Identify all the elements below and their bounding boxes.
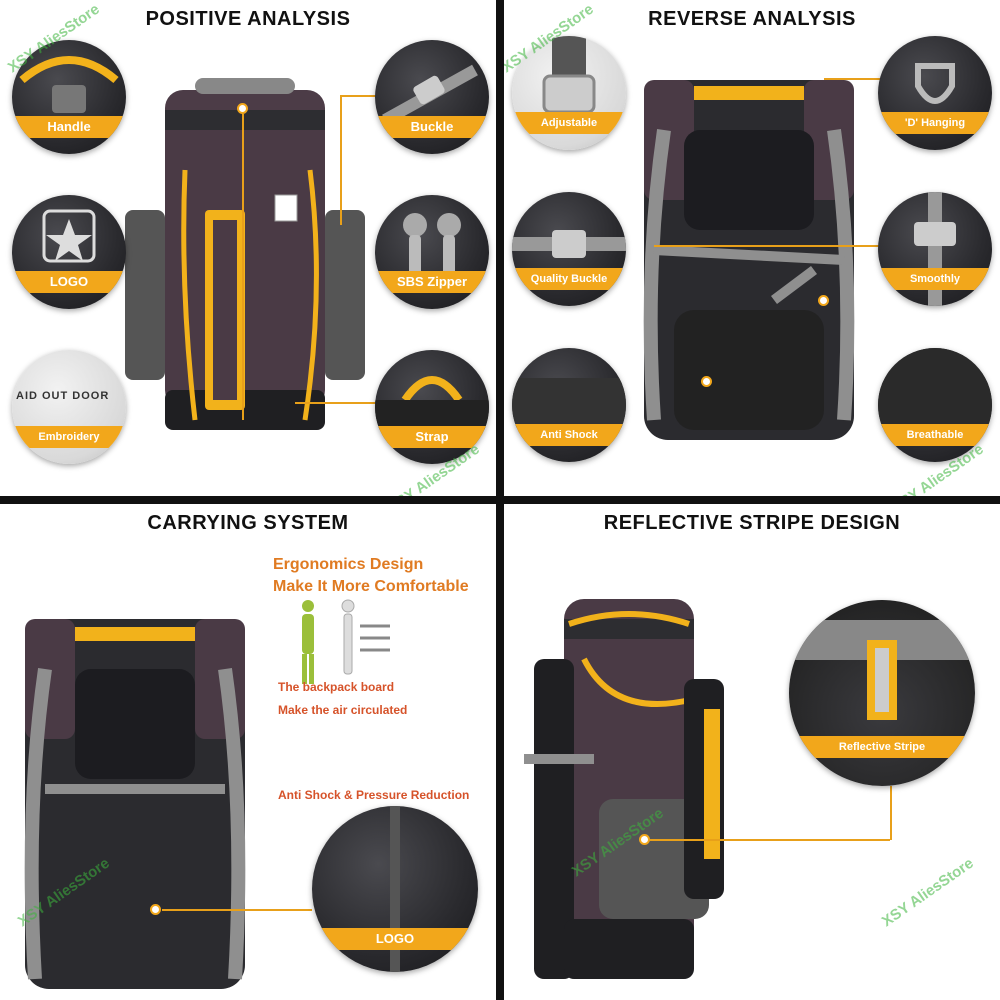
callout-label: Buckle — [375, 116, 489, 138]
callout-label: Quality Buckle — [512, 268, 626, 290]
callout-label: Embroidery — [12, 426, 126, 448]
leader-line — [824, 78, 884, 80]
callout-label: LOGO — [312, 928, 478, 950]
padding-icon — [512, 378, 626, 428]
callout-label: SBS Zipper — [375, 271, 489, 293]
callout-logo: LOGO — [12, 195, 126, 309]
leader-line — [295, 402, 380, 404]
air-text: Make the air circulated — [278, 703, 408, 717]
callout-d-hanging: 'D' Hanging — [878, 36, 992, 150]
callout-label: Handle — [12, 116, 126, 138]
callout-label: LOGO — [12, 271, 126, 293]
callout-anti-shock: Anti Shock — [512, 348, 626, 462]
callout-strap: Strap — [375, 350, 489, 464]
reverse-analysis-title: REVERSE ANALYSIS — [648, 8, 856, 30]
ergonomics-title: Ergonomics Design — [273, 556, 424, 573]
callout-adjustable: Adjustable — [512, 36, 626, 150]
carrying-system-section: CARRYING SYSTEM Ergonomics Design Make I… — [0, 504, 496, 1000]
callout-reflective-stripe: Reflective Stripe — [789, 600, 975, 786]
adjuster-icon — [542, 36, 596, 114]
board-text: The backpack board — [278, 680, 395, 694]
leader-line — [162, 909, 312, 911]
callout-dot — [150, 904, 161, 915]
reflective-stripe-title: REFLECTIVE STRIPE DESIGN — [603, 512, 901, 534]
backpack-front-image — [125, 78, 365, 430]
handle-icon — [19, 56, 119, 113]
buckle-icon — [382, 64, 478, 126]
callout-dot — [818, 295, 829, 306]
callout-label: Anti Shock — [512, 424, 626, 446]
padding-logo-icon — [390, 806, 400, 972]
spine-illustration — [302, 599, 390, 684]
reflective-stripe-icon — [789, 620, 975, 720]
callout-breathable: Breathable — [878, 348, 992, 462]
leader-line — [340, 95, 380, 97]
zipper-icon — [403, 213, 461, 275]
d-ring-icon — [915, 63, 955, 104]
leader-line — [340, 95, 342, 225]
callout-label: Adjustable — [512, 112, 626, 134]
callout-logo-back: LOGO — [312, 806, 478, 972]
backpack-back-image — [643, 80, 855, 440]
backpack-back-image — [24, 619, 246, 989]
callout-handle: Handle — [12, 40, 126, 154]
positive-analysis-section: POSITIVE ANALYSIS Handle LOGO AID — [0, 0, 496, 496]
callout-label: Smoothly — [878, 268, 992, 290]
anti-shock-text: Anti Shock & Pressure Reduction — [278, 788, 470, 802]
callout-buckle: Buckle — [375, 40, 489, 154]
callout-dot — [639, 834, 650, 845]
leader-line — [650, 839, 890, 841]
leader-line — [242, 114, 244, 420]
positive-analysis-title: POSITIVE ANALYSIS — [145, 8, 351, 30]
callout-smoothly: Smoothly — [878, 192, 992, 306]
reverse-analysis-section: REVERSE ANALYSIS Adjustable Quality Buck… — [504, 0, 1000, 496]
callout-embroidery: AID OUT DOOR Embroidery — [12, 350, 126, 464]
backpack-side-image — [524, 599, 724, 979]
callout-dot — [237, 103, 248, 114]
callout-quality-buckle: Quality Buckle — [512, 192, 626, 306]
reflective-stripe-section: REFLECTIVE STRIPE DESIGN Reflective Stri… — [504, 504, 1000, 1000]
callout-sbs-zipper: SBS Zipper — [375, 195, 489, 309]
divider-horizontal — [0, 496, 1000, 504]
ergonomics-subtitle: Make It More Comfortable — [273, 578, 469, 595]
leader-line — [890, 786, 892, 840]
carrying-system-title: CARRYING SYSTEM — [147, 512, 349, 534]
leader-line — [654, 245, 884, 247]
callout-dot — [701, 376, 712, 387]
buckle-icon — [512, 230, 626, 258]
callout-label: Breathable — [878, 424, 992, 446]
callout-label: Reflective Stripe — [789, 736, 975, 758]
callout-label: Strap — [375, 426, 489, 448]
watermark: XSY AliesStore — [878, 854, 977, 931]
star-logo-icon — [42, 209, 96, 263]
callout-label: 'D' Hanging — [878, 112, 992, 134]
embroidery-text: AID OUT DOOR — [16, 390, 110, 402]
strap-icon — [375, 376, 489, 430]
